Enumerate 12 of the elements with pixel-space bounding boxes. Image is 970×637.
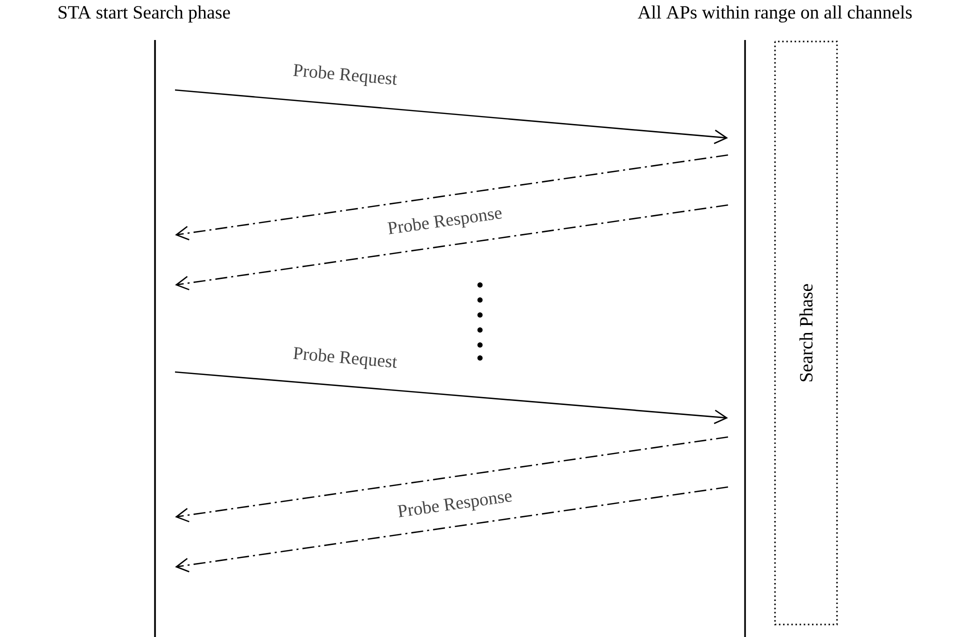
arrow xyxy=(174,371,728,424)
lifeline-heading: All APs within range on all channels xyxy=(638,6,912,22)
arrow xyxy=(175,204,728,290)
arrow xyxy=(175,436,728,522)
edge-label: Probe Request xyxy=(290,344,400,374)
lifeline-heading: STA start Search phase xyxy=(58,6,230,22)
edge-label: Probe Response xyxy=(395,487,515,523)
arrow xyxy=(175,154,728,240)
edge-label: Probe Response xyxy=(385,204,505,240)
arrow xyxy=(174,89,728,144)
arrow xyxy=(175,486,728,572)
edge-label: Probe Request xyxy=(290,62,400,90)
